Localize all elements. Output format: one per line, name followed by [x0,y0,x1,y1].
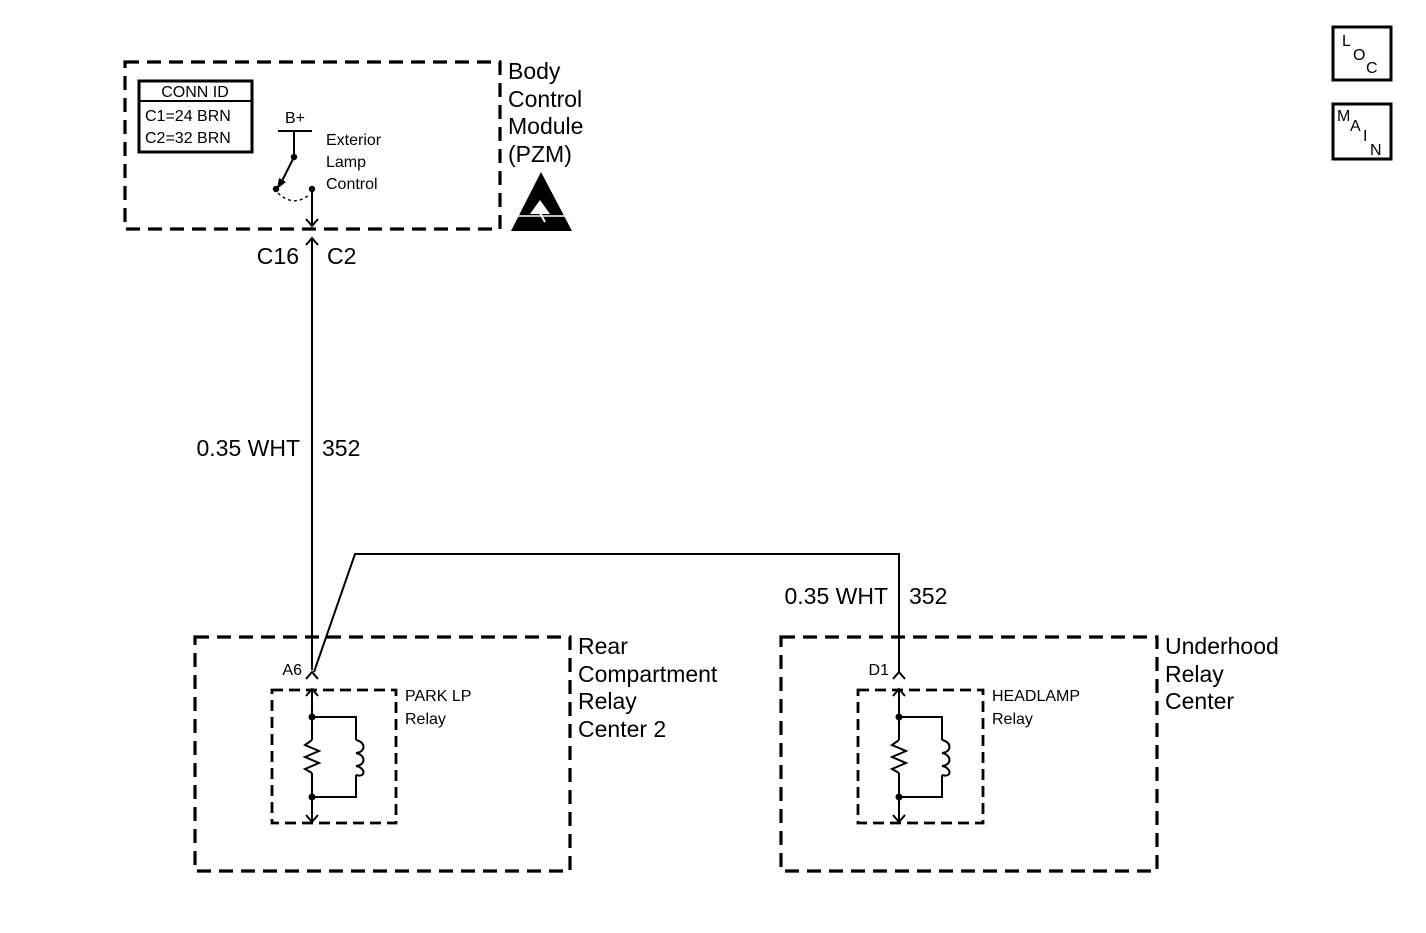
bcm-outline [123,60,502,231]
bcm-name-4: (PZM) [508,141,572,167]
main-button[interactable]: M A I N [1331,102,1393,161]
switch-label-1: Exterior [326,132,382,149]
switch-label-3: Control [326,176,378,193]
park-relay-label-1: PARK LP [405,688,471,705]
conn-id-row-1: C1=24 BRN [145,108,231,125]
conn-id-box: CONN ID C1=24 BRN C2=32 BRN [137,79,254,154]
rear-center-name-3: Relay [578,688,637,714]
main-letter-a: A [1350,118,1361,135]
main-letter-m: M [1337,108,1350,125]
rear-center-name-4: Center 2 [578,716,666,742]
body-control-module: CONN ID C1=24 BRN C2=32 BRN B+ Exterior … [123,58,583,231]
rear-compartment-relay-center: Rear Compartment Relay Center 2 A6 PARK … [193,633,718,873]
switch-label-2: Lamp [326,154,366,171]
wire-352 [311,238,900,673]
rear-center-outline [193,635,572,873]
underhood-center-outline [779,635,1159,873]
bcm-name-2: Control [508,86,582,112]
underhood-center-name-3: Center [1165,688,1234,714]
park-lp-relay: PARK LP Relay [270,687,471,825]
bcm-connector: C16 C2 [257,236,356,269]
conn-id-row-2: C2=32 BRN [145,130,231,147]
esd-warning-icon [511,172,572,231]
underhood-center-name-2: Relay [1165,661,1224,687]
rear-center-name-1: Rear [578,633,628,659]
loc-letter-l: L [1342,33,1351,50]
pin-a6: A6 [282,662,302,679]
underhood-relay-center: Underhood Relay Center D1 HEADLAMP Relay [779,633,1279,873]
rear-center-name-2: Compartment [578,661,718,687]
bplus-label: B+ [285,110,305,127]
conn-id-title: CONN ID [161,84,229,101]
bcm-name-1: Body [508,58,561,84]
loc-button[interactable]: L O C [1331,25,1393,82]
wire-right-circuit: 352 [909,583,947,609]
exterior-lamp-switch: B+ Exterior Lamp Control [272,110,382,228]
pin-d1: D1 [869,662,890,679]
main-letter-i: I [1363,128,1367,145]
wire-upper-circuit: 352 [322,435,360,461]
main-letter-n: N [1370,142,1382,159]
connector-c2: C2 [327,243,356,269]
headlamp-relay: HEADLAMP Relay [856,687,1080,825]
headlamp-relay-label-2: Relay [992,711,1033,728]
headlamp-relay-label-1: HEADLAMP [992,688,1080,705]
wire-upper-gauge: 0.35 WHT [196,435,300,461]
connector-c16: C16 [257,243,299,269]
wire-right-gauge: 0.35 WHT [784,583,888,609]
underhood-center-name-1: Underhood [1165,633,1279,659]
loc-letter-o: O [1353,47,1365,64]
park-relay-label-2: Relay [405,711,446,728]
bcm-name-3: Module [508,113,583,139]
loc-letter-c: C [1366,60,1378,77]
